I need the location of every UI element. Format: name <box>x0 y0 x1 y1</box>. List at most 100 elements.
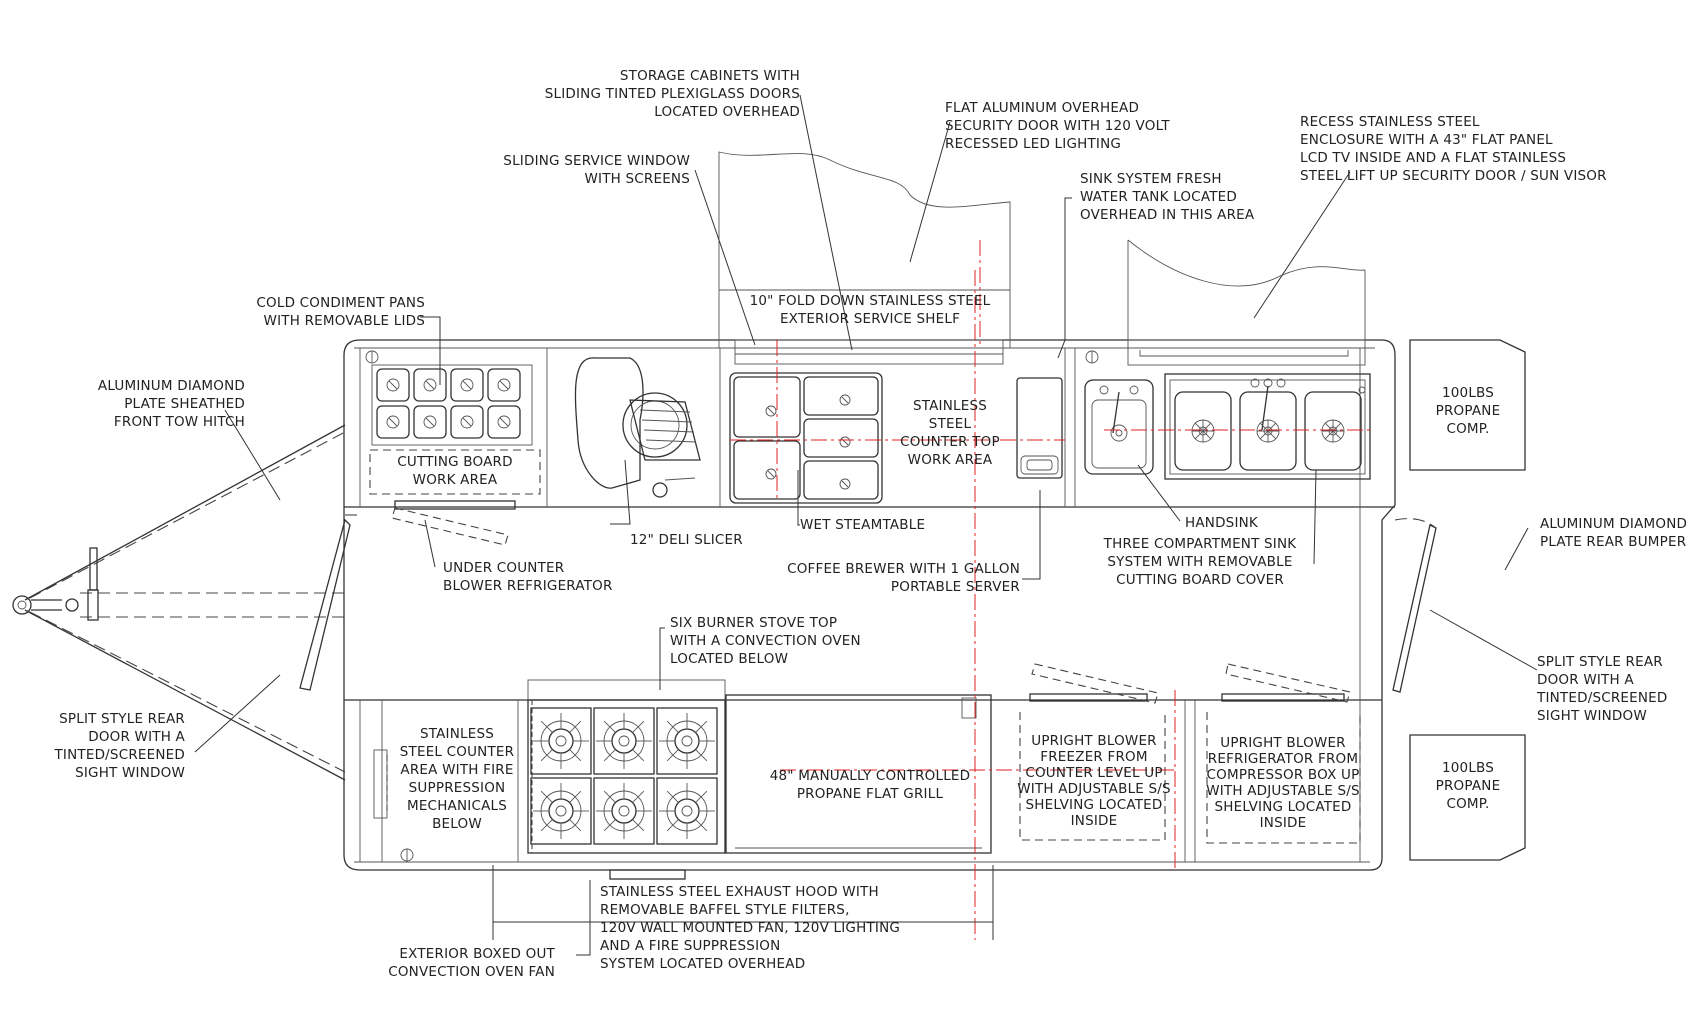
burner-center <box>555 805 567 817</box>
label-sink-water-tank-line: OVERHEAD IN THIS AREA <box>1080 207 1255 223</box>
label-upright-fridge-line: COMPRESSOR BOX UP <box>1207 767 1360 783</box>
burner-grate-bar <box>540 819 553 832</box>
well-drain <box>839 394 851 406</box>
burner-cap <box>674 728 700 754</box>
label-condiment-pans-line: COLD CONDIMENT PANS <box>256 295 425 311</box>
label-six-burner-line: WITH A CONVECTION OVEN <box>670 633 861 649</box>
label-coffee-brewer-line: PORTABLE SERVER <box>891 579 1020 595</box>
burner-grate-bar <box>603 749 616 762</box>
leader-lines <box>194 94 1538 956</box>
steam-well <box>733 376 801 438</box>
label-split-door-left-line: DOOR WITH A <box>88 729 185 745</box>
label-sliding-window-line: WITH SCREENS <box>584 171 690 187</box>
sink-drain-grate <box>1259 422 1277 440</box>
label-counter-top-line: STAINLESS <box>913 398 987 414</box>
burner-grate-bar <box>632 819 645 832</box>
label-upright-fridge-line: SHELVING LOCATED <box>1214 799 1351 815</box>
label-coffee-brewer-line: COFFEE BREWER WITH 1 GALLON <box>787 561 1020 577</box>
burner-grate-bar <box>569 720 582 733</box>
burner-grate-bar <box>666 790 679 803</box>
burner-grate-bar <box>603 819 616 832</box>
burner-center <box>618 735 630 747</box>
burner-grate-bar <box>540 720 553 733</box>
label-recess-tv-line: RECESS STAINLESS STEEL <box>1300 114 1480 130</box>
label-three-comp-sink-line: CUTTING BOARD COVER <box>1116 572 1284 588</box>
label-three-comp-sink-line: SYSTEM WITH REMOVABLE <box>1107 554 1292 570</box>
label-exhaust-hood-line: AND A FIRE SUPPRESSION <box>600 938 780 954</box>
label-tow-hitch-line: PLATE SHEATHED <box>124 396 245 412</box>
handsink <box>1084 379 1154 475</box>
cutting-board-area <box>369 449 541 546</box>
label-flat-grill-line: 48" MANUALLY CONTROLLED <box>770 768 971 784</box>
burner-cap <box>674 798 700 824</box>
burner-grate-bar <box>569 790 582 803</box>
burner-center <box>681 805 693 817</box>
sink-bowl <box>1174 391 1232 471</box>
burner-grate-bar <box>632 790 645 803</box>
label-fire-suppression-counter-line: AREA WITH FIRE <box>400 762 513 778</box>
burner-cap <box>548 728 574 754</box>
pan-lid-knob <box>423 378 437 392</box>
propane-compartments <box>1409 339 1526 861</box>
label-propane-bottom-line: COMP. <box>1446 796 1489 812</box>
label-upright-freezer-line: WITH ADJUSTABLE S/S <box>1017 781 1171 797</box>
pan-lid-knob <box>386 415 400 429</box>
label-flat-grill-line: PROPANE FLAT GRILL <box>797 786 944 802</box>
label-sink-water-tank-line: WATER TANK LOCATED <box>1080 189 1237 205</box>
pan-lid-knob <box>497 378 511 392</box>
rear-doors <box>299 514 1437 693</box>
label-split-door-left-line: SIGHT WINDOW <box>75 765 185 781</box>
coffee-brewer <box>1016 377 1063 479</box>
label-upright-fridge-line: WITH ADJUSTABLE S/S <box>1206 783 1360 799</box>
burner-grate-bar <box>666 749 679 762</box>
pan-lid-knob-slot <box>462 417 472 427</box>
pan-lid-knob-slot <box>462 380 472 390</box>
sink-bowl <box>1304 391 1362 471</box>
label-propane-bottom-line: 100LBS <box>1442 760 1494 776</box>
burner-cap <box>611 728 637 754</box>
condiment-pan <box>487 368 521 402</box>
centerlines <box>730 240 1370 940</box>
pan-lid-knob <box>460 415 474 429</box>
label-deli-slicer: 12" DELI SLICER <box>630 532 743 548</box>
condiment-pan <box>450 368 484 402</box>
label-upright-freezer-line: UPRIGHT BLOWER <box>1031 733 1157 749</box>
label-fire-suppression-counter-line: BELOW <box>432 816 482 832</box>
steam-well <box>733 440 801 500</box>
label-six-burner-line: SIX BURNER STOVE TOP <box>670 615 837 631</box>
condiment-pan <box>413 368 447 402</box>
burner-grate-bar <box>695 749 708 762</box>
label-rear-bumper-line: ALUMINUM DIAMOND <box>1540 516 1687 532</box>
label-three-comp-sink-line: THREE COMPARTMENT SINK <box>1103 536 1298 552</box>
label-upright-freezer-line: SHELVING LOCATED <box>1025 797 1162 813</box>
burner-grate <box>656 777 718 845</box>
label-sliding-window-line: SLIDING SERVICE WINDOW <box>503 153 690 169</box>
label-exhaust-hood-line: 120V WALL MOUNTED FAN, 120V LIGHTING <box>600 920 900 936</box>
label-recess-tv-line: ENCLOSURE WITH A 43" FLAT PANEL <box>1300 132 1553 148</box>
label-under-counter-fridge-line: BLOWER REFRIGERATOR <box>443 578 613 594</box>
label-exhaust-hood-line: SYSTEM LOCATED OVERHEAD <box>600 956 805 972</box>
condiment-pan <box>376 405 410 439</box>
label-split-door-left-line: TINTED/SCREENED <box>53 747 185 763</box>
well-drain-slot <box>767 470 775 478</box>
sink-drain-grate <box>1194 422 1212 440</box>
label-storage-cabinets-line: SLIDING TINTED PLEXIGLASS DOORS <box>545 86 800 102</box>
burner-grate-bar <box>666 819 679 832</box>
pan-lid-knob-slot <box>499 417 509 427</box>
label-upright-freezer-line: FREEZER FROM <box>1040 749 1147 765</box>
burner-grate-bar <box>603 720 616 733</box>
upright-freezer <box>1019 663 1166 841</box>
label-propane-top-line: PROPANE <box>1436 403 1501 419</box>
well-drain <box>839 478 851 490</box>
burner-cap <box>611 798 637 824</box>
deli-slicer <box>574 357 701 498</box>
steam-well <box>803 418 879 458</box>
label-rear-bumper-line: PLATE REAR BUMPER <box>1540 534 1686 550</box>
label-recess-tv-line: LCD TV INSIDE AND A FLAT STAINLESS <box>1300 150 1566 166</box>
burner-grate-bar <box>540 749 553 762</box>
sink-bowl <box>1239 391 1297 471</box>
label-upright-fridge-line: UPRIGHT BLOWER <box>1220 735 1346 751</box>
label-cutting-board-line: WORK AREA <box>413 472 498 488</box>
flat-grill <box>725 694 992 854</box>
